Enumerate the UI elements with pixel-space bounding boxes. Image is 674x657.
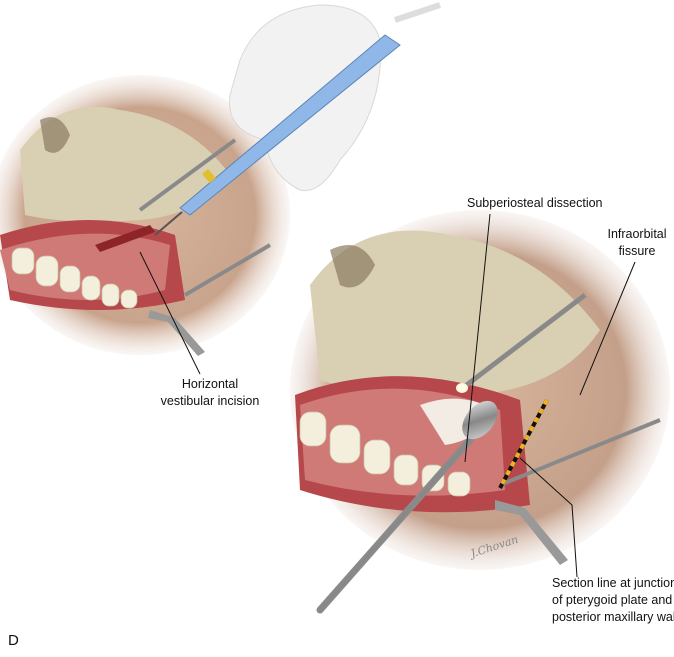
maxilla-bone-right — [310, 230, 600, 396]
retractor-tip — [456, 383, 468, 393]
label-section-line1: Section line at junction — [552, 576, 674, 590]
retractor-upper-left — [138, 138, 237, 212]
elevator-head — [462, 400, 498, 440]
label-subperiosteal-dissection: Subperiosteal dissection — [467, 196, 603, 210]
label-infraorbital-line1: Infraorbital — [607, 227, 667, 241]
label-section-line2: of pterygoid plate and — [552, 593, 673, 607]
section-line-dashed — [498, 399, 549, 489]
orbit-shadow-right — [330, 245, 375, 288]
cautery-tip — [154, 211, 183, 236]
right-scene — [290, 210, 670, 614]
label-horizontal-line2: vestibular incision — [160, 394, 260, 408]
retractor-lower-right — [499, 418, 661, 487]
retractor-upper-right — [458, 293, 587, 392]
label-section-line3: posterior maxillary wall — [552, 610, 674, 624]
leader-subperiosteal — [464, 213, 491, 463]
incision-line — [95, 225, 155, 252]
figure-letter: D — [8, 632, 19, 649]
spatula-right — [495, 500, 568, 565]
teeth-left — [11, 247, 138, 309]
leader-lines — [139, 213, 636, 578]
left-scene — [0, 75, 290, 356]
spatula-left — [148, 310, 205, 356]
maxilla-bone-left — [20, 106, 230, 222]
cautery-pencil — [179, 34, 401, 216]
leader-section — [519, 457, 578, 578]
leader-horizontal — [139, 251, 201, 375]
label-horizontal-line1: Horizontal — [181, 377, 239, 391]
gloved-hand-cautery — [154, 2, 441, 236]
orbit-shadow — [40, 117, 70, 153]
label-infraorbital-line2: fissure — [618, 244, 656, 258]
cautery-cord — [394, 2, 441, 23]
leader-infraorbital — [579, 261, 636, 396]
periosteal-elevator — [316, 436, 474, 614]
cautery-button — [202, 168, 216, 184]
retractor-lower-left — [183, 243, 272, 297]
